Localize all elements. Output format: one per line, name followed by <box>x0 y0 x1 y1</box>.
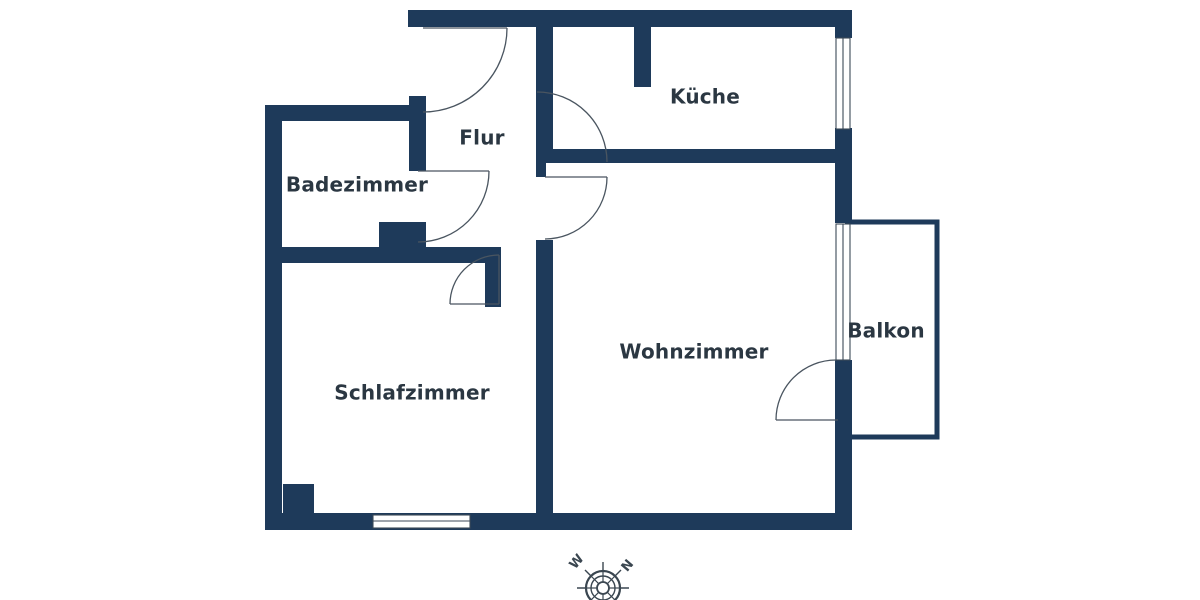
compass-label-north: N <box>619 557 637 575</box>
living-room-door <box>544 176 608 240</box>
living-room-window-east <box>835 223 851 361</box>
room-label-badezimmer: Badezimmer <box>286 173 428 197</box>
wall-corridor-lower-jog <box>485 247 501 307</box>
room-label-schlafzimmer: Schlafzimmer <box>334 381 490 405</box>
bedroom-window-south <box>372 514 471 529</box>
windows-group <box>372 37 851 529</box>
entry-door <box>422 27 508 113</box>
wall-bathroom-bottom <box>265 247 501 263</box>
kitchen-window-east <box>835 37 851 130</box>
balcony-group <box>845 219 940 440</box>
balcony-door <box>775 359 838 421</box>
balcony-outline <box>845 219 940 440</box>
room-label-flur: Flur <box>459 126 504 150</box>
room-label-kueche: Küche <box>670 85 740 109</box>
wall-right-upper <box>835 10 852 38</box>
compass-label-west: W <box>567 552 588 573</box>
wall-top-outer <box>408 10 852 27</box>
walls-group <box>265 10 852 530</box>
wall-central-vertical <box>536 240 553 530</box>
bathroom-door <box>417 170 490 243</box>
bathroom-fixture <box>379 222 415 251</box>
bedroom-fixture <box>283 484 314 515</box>
room-labels-group: Küche Flur Badezimmer Wohnzimmer Schlafz… <box>286 85 925 405</box>
doors-group <box>417 27 838 421</box>
wall-bathroom-right <box>409 96 426 171</box>
wall-right-middle <box>835 128 852 223</box>
wall-divider-left-stub <box>536 149 546 177</box>
wall-bottom-outer <box>265 513 852 530</box>
compass-rose-icon: N W <box>567 552 637 600</box>
wall-left-outer <box>265 105 282 530</box>
bedroom-door <box>449 254 500 305</box>
wall-kitchen-stub <box>634 27 651 87</box>
fixtures-group <box>283 222 415 515</box>
room-label-balkon: Balkon <box>847 319 925 343</box>
room-label-wohnzimmer: Wohnzimmer <box>619 340 768 364</box>
wall-bathroom-top <box>265 105 425 121</box>
wall-corridor-kitchen <box>536 27 553 150</box>
wall-kitchen-living-divider <box>536 149 842 163</box>
kitchen-door <box>536 91 608 163</box>
wall-right-lower <box>835 360 852 530</box>
